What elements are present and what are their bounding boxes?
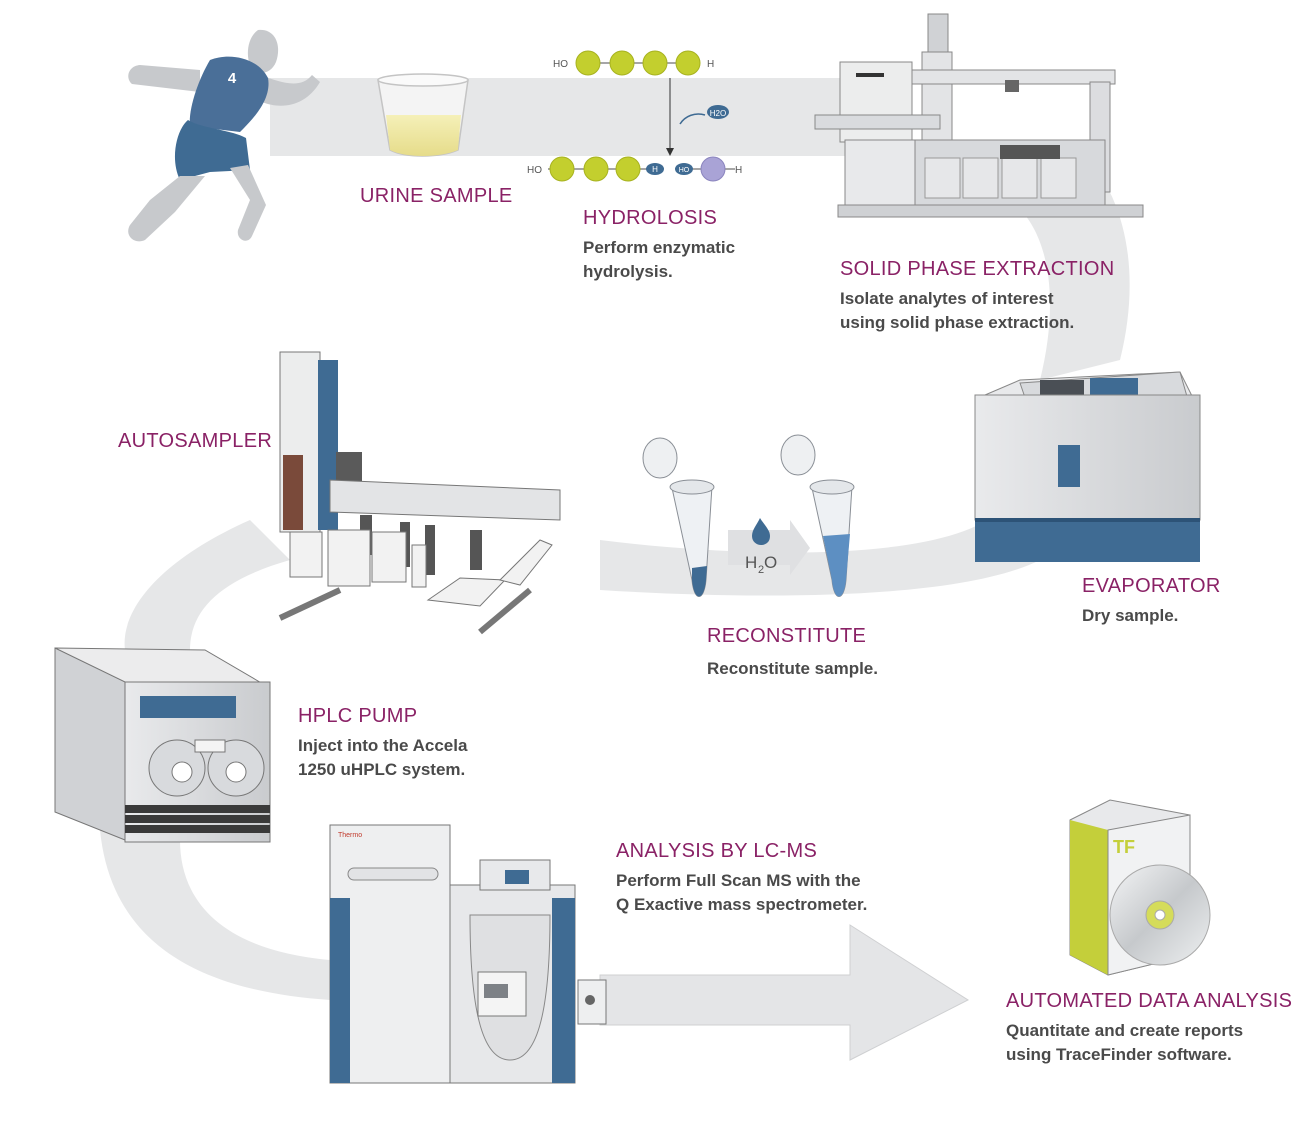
evaporator-instrument <box>974 371 1201 562</box>
reconstitution-tubes: H 2 O <box>642 434 855 597</box>
water-label-o: O <box>764 553 777 572</box>
molecule-h-bottom: H <box>735 165 742 176</box>
molecule-ho-bottom: HO <box>527 165 542 176</box>
step-autosampler: AUTOSAMPLER <box>118 430 272 453</box>
step-hydrolosis: HYDROLOSIS Perform enzymatic hydrolysis. <box>583 207 735 284</box>
brand-label: Thermo <box>338 832 362 839</box>
software-package: TF <box>1069 799 1211 976</box>
step-automated-data-analysis: AUTOMATED DATA ANALYSIS Quantitate and c… <box>1006 990 1292 1067</box>
autosampler-instrument <box>278 351 561 635</box>
step-hplc-pump: HPLC PUMP Inject into the Accela 1250 uH… <box>298 705 467 782</box>
step-title: AUTOSAMPLER <box>118 430 273 452</box>
flow-band <box>100 78 1130 1061</box>
fragment-ho: HO <box>679 167 690 174</box>
hydrolysis-molecules: HO H H2O H HO HO H <box>527 50 742 182</box>
water-label-h: H <box>745 553 757 572</box>
step-title: SOLID PHASE EXTRACTION <box>840 258 1115 280</box>
step-reconstitute: RECONSTITUTE Reconstitute sample. <box>707 625 878 681</box>
step-description: Isolate analytes of interest using solid… <box>840 289 1075 332</box>
step-description: Quantitate and create reports using Trac… <box>1006 1021 1244 1064</box>
runner-number: 4 <box>228 70 237 87</box>
step-lc-ms-analysis: ANALYSIS BY LC-MS Perform Full Scan MS w… <box>616 840 867 917</box>
water-label-sub: 2 <box>758 564 764 576</box>
step-title: AUTOMATED DATA ANALYSIS <box>1006 990 1293 1012</box>
step-description: Dry sample. <box>1082 606 1179 625</box>
mass-spectrometer-instrument: Thermo <box>329 824 607 1084</box>
step-urine-sample: URINE SAMPLE <box>360 185 513 208</box>
runner-figure: 4 <box>128 29 320 242</box>
step-title: RECONSTITUTE <box>707 625 867 647</box>
step-description: Perform enzymatic hydrolysis. <box>583 238 736 281</box>
step-title: EVAPORATOR <box>1082 575 1221 597</box>
step-title: URINE SAMPLE <box>360 185 513 207</box>
step-title: ANALYSIS BY LC-MS <box>616 840 818 862</box>
spe-instrument <box>814 13 1144 218</box>
urine-cup <box>377 73 469 157</box>
water-molecule-label: H2O <box>710 109 726 118</box>
hplc-pump-instrument <box>54 647 271 843</box>
software-badge: TF <box>1113 837 1135 857</box>
step-evaporator: EVAPORATOR Dry sample. <box>1082 575 1221 628</box>
fragment-h: H <box>652 165 658 174</box>
step-description: Inject into the Accela 1250 uHPLC system… <box>298 736 468 779</box>
step-solid-phase-extraction: SOLID PHASE EXTRACTION Isolate analytes … <box>840 258 1114 335</box>
step-title: HYDROLOSIS <box>583 207 718 229</box>
step-description: Reconstitute sample. <box>707 659 878 678</box>
step-description: Perform Full Scan MS with the Q Exactive… <box>616 871 868 914</box>
flow-arrow <box>599 924 970 1061</box>
molecule-ho-top: HO <box>553 59 568 70</box>
step-title: HPLC PUMP <box>298 705 418 727</box>
molecule-h-top: H <box>707 59 714 70</box>
